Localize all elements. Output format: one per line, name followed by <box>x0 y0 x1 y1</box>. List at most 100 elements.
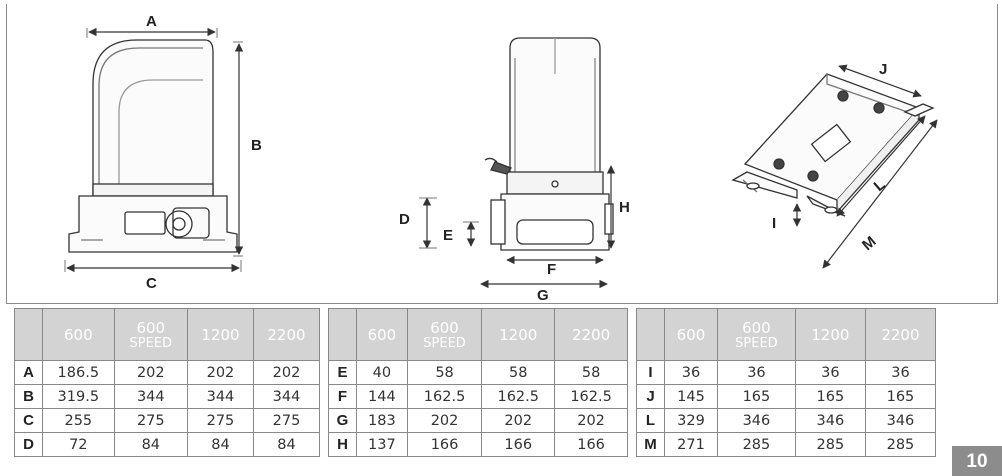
table-cell: 40 <box>356 360 408 385</box>
table-corner-cell <box>636 308 665 361</box>
table-cell: 346 <box>717 408 796 433</box>
row-label: I <box>636 360 665 385</box>
dimension-label-h: H <box>619 199 630 216</box>
table-cell: 58 <box>554 360 628 385</box>
table-cell: 202 <box>481 408 556 433</box>
table-row: C 255 275 275 275 <box>14 408 321 433</box>
table-cell: 183 <box>356 408 408 433</box>
table-corner-cell <box>328 308 357 361</box>
column-header: 1200 <box>186 308 254 361</box>
table-cell: 346 <box>864 408 937 433</box>
row-label: A <box>14 360 43 385</box>
row-label: D <box>14 432 43 457</box>
column-header: 600 <box>664 308 718 361</box>
table-cell: 329 <box>664 408 718 433</box>
row-label: F <box>328 384 357 409</box>
table-cell: 165 <box>864 384 937 409</box>
table-cell: 145 <box>664 384 718 409</box>
table-cell: 319.5 <box>42 384 115 409</box>
page-number-badge: 10 <box>952 446 1002 476</box>
table-cell: 271 <box>664 432 718 457</box>
table-cell: 36 <box>794 360 866 385</box>
table-cell: 202 <box>113 360 188 385</box>
table-row: M 271 285 285 285 <box>636 432 937 457</box>
column-header: 600 <box>356 308 408 361</box>
table-cell: 275 <box>186 408 254 433</box>
column-header: 600 <box>42 308 115 361</box>
table-cell: 84 <box>113 432 188 457</box>
motor-front-view <box>484 37 614 251</box>
table-cell: 202 <box>406 408 483 433</box>
dimension-label-c: C <box>146 275 157 292</box>
table-row: E 40 58 58 58 <box>328 360 628 385</box>
dimension-label-g: G <box>537 287 549 304</box>
table-row: J 145 165 165 165 <box>636 384 937 409</box>
table-cell: 36 <box>864 360 937 385</box>
dimension-label-b: B <box>251 137 262 154</box>
table-cell: 162.5 <box>554 384 628 409</box>
dimension-drawing-panel: A B C D E F G H I J L M <box>6 4 998 304</box>
table-cell: 162.5 <box>406 384 483 409</box>
table-cell: 275 <box>113 408 188 433</box>
column-header: 2200 <box>252 308 321 361</box>
table-cell: 58 <box>406 360 483 385</box>
dimension-label-d: D <box>399 211 410 228</box>
table-row: H 137 166 166 166 <box>328 432 628 457</box>
table-cell: 166 <box>481 432 556 457</box>
dimension-label-a: A <box>146 13 157 30</box>
table-cell: 36 <box>664 360 718 385</box>
row-label: C <box>14 408 43 433</box>
table-cell: 166 <box>554 432 628 457</box>
table-cell: 166 <box>406 432 483 457</box>
motor-side-view <box>64 28 243 272</box>
column-header: 2200 <box>864 308 937 361</box>
dimension-label-e: E <box>443 227 454 244</box>
table-cell: 344 <box>252 384 321 409</box>
table-cell: 162.5 <box>481 384 556 409</box>
dimension-label-i: I <box>772 215 777 232</box>
table-cell: 255 <box>42 408 115 433</box>
table-cell: 202 <box>186 360 254 385</box>
table-cell: 275 <box>252 408 321 433</box>
dimension-label-j: J <box>879 61 888 78</box>
table-cell: 186.5 <box>42 360 115 385</box>
base-plate-view <box>731 73 935 217</box>
table-row: A 186.5 202 202 202 <box>14 360 321 385</box>
table-cell: 36 <box>717 360 796 385</box>
column-header: 1200 <box>794 308 866 361</box>
table-cell: 72 <box>42 432 115 457</box>
row-label: M <box>636 432 665 457</box>
table-corner-cell <box>14 308 43 361</box>
table-cell: 285 <box>717 432 796 457</box>
table-cell: 58 <box>481 360 556 385</box>
dimension-drawings <box>64 27 938 289</box>
table-row: B 319.5 344 344 344 <box>14 384 321 409</box>
dimension-label-f: F <box>547 261 557 278</box>
row-label: E <box>328 360 357 385</box>
row-label: G <box>328 408 357 433</box>
table-cell: 84 <box>252 432 321 457</box>
row-label: J <box>636 384 665 409</box>
table-row: I 36 36 36 36 <box>636 360 937 385</box>
table-cell: 202 <box>252 360 321 385</box>
table-cell: 165 <box>717 384 796 409</box>
row-label: B <box>14 384 43 409</box>
table-row: F 144 162.5 162.5 162.5 <box>328 384 628 409</box>
table-cell: 144 <box>356 384 408 409</box>
table-cell: 344 <box>113 384 188 409</box>
column-header: 1200 <box>481 308 556 361</box>
table-cell: 344 <box>186 384 254 409</box>
table-row: L 329 346 346 346 <box>636 408 937 433</box>
table-cell: 285 <box>864 432 937 457</box>
column-header: 2200 <box>554 308 628 361</box>
table-row: D 72 84 84 84 <box>14 432 321 457</box>
